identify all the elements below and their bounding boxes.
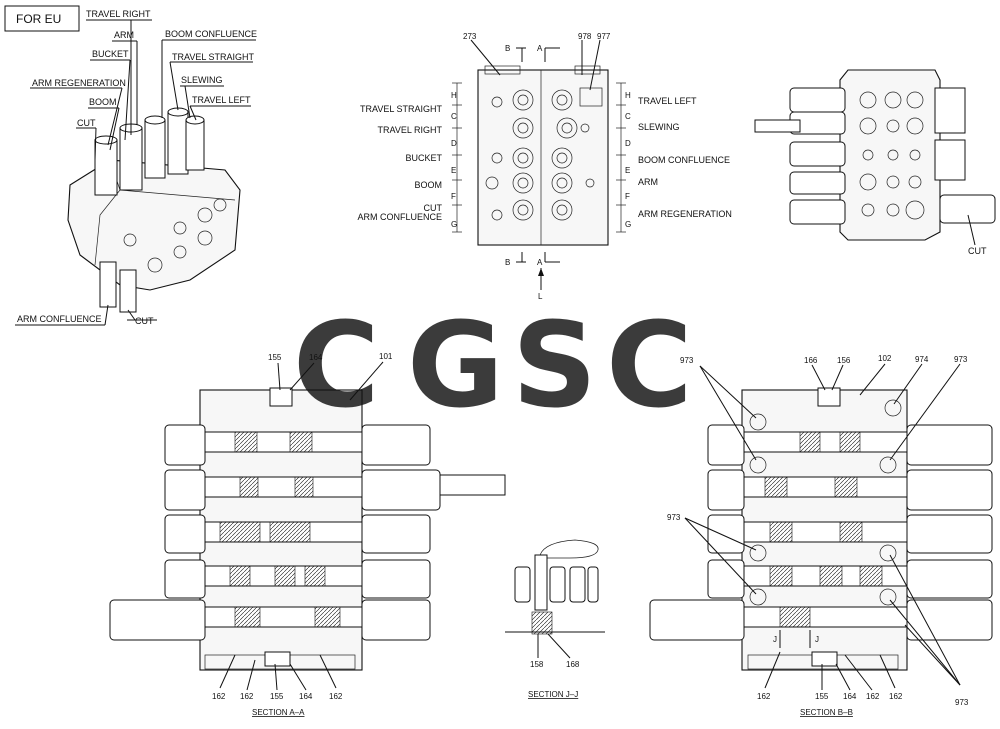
callout-977: 977 <box>597 32 611 41</box>
section-mark-b-bottom: B <box>505 258 510 267</box>
bb-callout-155: 155 <box>815 692 829 701</box>
bb-callout-166: 166 <box>804 356 818 365</box>
bb-callout-162-c: 162 <box>889 692 903 701</box>
fv-letter-left-h: H <box>451 91 457 100</box>
fv-letter-right-f: F <box>625 192 630 201</box>
section-aa-drawing <box>109 361 506 691</box>
label-boom-confluence: BOOM CONFLUENCE <box>165 29 257 39</box>
fv-letter-right-e: E <box>625 166 630 175</box>
fv-label-travel-straight: TRAVEL STRAIGHT <box>360 104 443 114</box>
section-mark-a-top: A <box>537 44 543 53</box>
label-cut-top: CUT <box>77 118 96 128</box>
label-arm: ARM <box>114 30 134 40</box>
label-travel-right: TRAVEL RIGHT <box>86 9 151 19</box>
section-mark-a-bottom: A <box>537 258 543 267</box>
callout-273: 273 <box>463 32 477 41</box>
isometric-valve-drawing <box>67 20 241 326</box>
aa-callout-162-c: 162 <box>329 692 343 701</box>
fv-label-boom-confluence: BOOM CONFLUENCE <box>638 155 730 165</box>
label-travel-straight: TRAVEL STRAIGHT <box>172 52 255 62</box>
bb-callout-162-a: 162 <box>757 692 771 701</box>
watermark-letter-g: G <box>407 296 504 434</box>
bb-callout-102: 102 <box>878 354 892 363</box>
bb-callout-973-b: 973 <box>954 355 968 364</box>
aa-callout-162-b: 162 <box>240 692 254 701</box>
section-aa-title: SECTION A–A <box>252 708 305 717</box>
section-jj-title: SECTION J–J <box>528 690 578 699</box>
aa-callout-155: 155 <box>268 353 282 362</box>
fv-letter-right-c: C <box>625 112 631 121</box>
fv-label-boom: BOOM <box>414 180 442 190</box>
fv-letter-right-d: D <box>625 139 631 148</box>
side-view-drawing <box>754 69 996 246</box>
fv-label-arm: ARM <box>638 177 658 187</box>
bb-callout-973-c: 973 <box>667 513 681 522</box>
fv-letter-left-d: D <box>451 139 457 148</box>
label-travel-left: TRAVEL LEFT <box>192 95 251 105</box>
fv-label-travel-left: TRAVEL LEFT <box>638 96 697 106</box>
fv-letter-left-e: E <box>451 166 456 175</box>
front-view-drawing <box>452 39 626 290</box>
aa-callout-164-b: 164 <box>299 692 313 701</box>
bb-j-mark-left: J <box>773 635 777 644</box>
bb-callout-973-d: 973 <box>955 698 969 707</box>
section-bb-spool-bars <box>743 431 908 628</box>
section-mark-l: L <box>538 292 543 301</box>
fv-letter-left-c: C <box>451 112 457 121</box>
watermark-letter-s: S <box>512 296 597 434</box>
section-jj-labels: 158 168 SECTION J–J <box>528 660 580 699</box>
fv-label-arm-regeneration: ARM REGENERATION <box>638 209 732 219</box>
bb-j-mark-right: J <box>815 635 819 644</box>
jj-callout-168: 168 <box>566 660 580 669</box>
bb-callout-973-a: 973 <box>680 356 694 365</box>
label-slewing: SLEWING <box>181 75 223 85</box>
bb-callout-162-b: 162 <box>866 692 880 701</box>
fv-letter-right-h: H <box>625 91 631 100</box>
label-arm-confluence: ARM CONFLUENCE <box>17 314 102 324</box>
jj-callout-158: 158 <box>530 660 544 669</box>
aa-callout-101: 101 <box>379 352 393 361</box>
aa-callout-162-a: 162 <box>212 692 226 701</box>
fv-letter-left-g: G <box>451 220 457 229</box>
aa-callout-164: 164 <box>309 353 323 362</box>
section-jj-drawing <box>505 539 605 659</box>
fv-label-slewing: SLEWING <box>638 122 680 132</box>
label-arm-regeneration: ARM REGENERATION <box>32 78 126 88</box>
watermark-letter-c2: C <box>606 296 693 434</box>
isometric-labels: TRAVEL RIGHT ARM BOOM CONFLUENCE BUCKET … <box>15 9 257 326</box>
section-bb-drawing <box>649 363 993 691</box>
bb-callout-156: 156 <box>837 356 851 365</box>
section-aa-labels: 155 164 101 162 162 155 164 162 SECTION … <box>212 352 393 717</box>
label-bucket: BUCKET <box>92 49 129 59</box>
label-boom: BOOM <box>89 97 117 107</box>
side-view-cut-label: CUT <box>968 246 987 256</box>
watermark-letter-c1: C <box>293 296 380 434</box>
bb-callout-164: 164 <box>843 692 857 701</box>
watermark-logo: C G S C <box>293 296 693 434</box>
section-aa-spool-bars <box>204 431 363 628</box>
fv-letter-right-g: G <box>625 220 631 229</box>
section-aa-spools <box>109 424 506 641</box>
fv-label-cut: CUT <box>424 203 443 213</box>
bb-callout-974: 974 <box>915 355 929 364</box>
section-bb-title: SECTION B–B <box>800 708 853 717</box>
fv-label-travel-right: TRAVEL RIGHT <box>377 125 442 135</box>
section-bb-labels: 973 166 156 102 974 973 973 973 J J 162 … <box>667 354 969 717</box>
region-tag-text: FOR EU <box>16 12 61 26</box>
fv-label-arm-confluence: ARM CONFLUENCE <box>357 212 442 222</box>
front-view-labels: 273 978 977 B A B A L TRAVEL STRAIGHT TR… <box>357 32 731 301</box>
region-tag: FOR EU <box>4 5 80 32</box>
aa-callout-155-b: 155 <box>270 692 284 701</box>
label-cut-bottom: CUT <box>135 316 154 326</box>
callout-978: 978 <box>578 32 592 41</box>
section-bb-spools <box>649 424 993 641</box>
fv-label-bucket: BUCKET <box>405 153 442 163</box>
section-mark-b-top: B <box>505 44 510 53</box>
fv-letter-left-f: F <box>451 192 456 201</box>
